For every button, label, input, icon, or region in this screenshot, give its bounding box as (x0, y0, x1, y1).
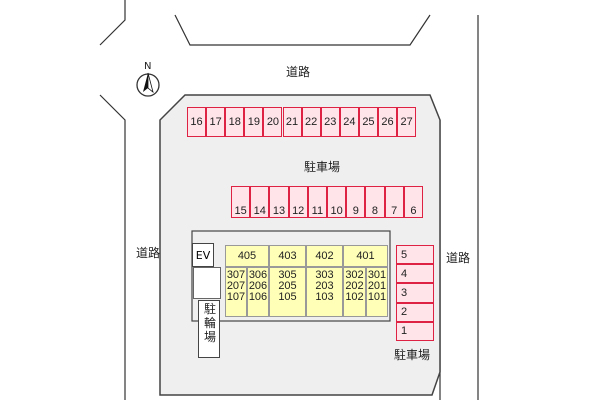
north-road-label: 道路 (286, 65, 311, 79)
parking-space: 8 (365, 186, 385, 218)
parking-space: 7 (384, 186, 404, 218)
bicycle-parking: 駐輪場 (198, 300, 220, 358)
parking-space: 24 (339, 107, 359, 137)
unit-number: 303 (315, 269, 334, 281)
parking-space: 12 (288, 186, 308, 218)
unit-number: 101 (367, 291, 387, 303)
unit-number: 103 (315, 291, 334, 303)
parking-space: 6 (403, 186, 423, 218)
unit-number: 202 (345, 280, 364, 292)
parking-space: 14 (250, 186, 270, 218)
parking-space: 4 (396, 264, 434, 284)
unit-number: 205 (278, 280, 297, 292)
ev-label: EV (195, 248, 211, 262)
unit-number: 105 (278, 291, 297, 303)
parking-space: 19 (244, 107, 264, 137)
parking-space: 5 (396, 245, 434, 265)
unit-number: 307 (226, 269, 246, 281)
parking-space: 16 (187, 107, 207, 137)
parking-space: 3 (396, 283, 434, 303)
parking-space: 11 (307, 186, 327, 218)
parking-space: 22 (301, 107, 321, 137)
west-road-edge (99, 94, 126, 400)
unit-cell: 402 (306, 245, 343, 267)
parking-space: 17 (206, 107, 226, 137)
unit-number: 206 (248, 280, 268, 292)
unit-number: 306 (248, 269, 268, 281)
parking-space: 9 (346, 186, 366, 218)
parking-space: 25 (358, 107, 378, 137)
north-road-edge-left (99, 0, 126, 46)
east-road-label: 道路 (446, 251, 471, 265)
unit-cell: 401 (343, 245, 388, 267)
parking-space: 2 (396, 302, 434, 322)
unit-cell: 403 (269, 245, 306, 267)
building-outline (191, 230, 391, 322)
unit-number: 207 (226, 280, 246, 292)
unit-number: 305 (278, 269, 297, 281)
unit-number: 302 (345, 269, 364, 281)
parking-space: 23 (320, 107, 340, 137)
unit-number: 203 (315, 280, 334, 292)
bicycle-parking-label: 駐輪場 (203, 302, 216, 344)
west-road-label: 道路 (136, 246, 161, 260)
unit-number: 201 (367, 280, 387, 292)
parking-space: 21 (282, 107, 302, 137)
corridor (193, 267, 221, 299)
parking-space: 1 (396, 321, 434, 341)
compass-icon (136, 72, 160, 97)
parking-space: 15 (231, 186, 251, 218)
east-parking-label: 駐車場 (394, 348, 431, 362)
unit-number: 102 (345, 291, 364, 303)
unit-number: 301 (367, 269, 387, 281)
unit-number: 107 (226, 291, 246, 303)
north-parking-label: 駐車場 (304, 160, 341, 174)
compass-label: N (144, 61, 152, 72)
north-road-edge-right (174, 14, 431, 46)
parking-space: 13 (269, 186, 289, 218)
unit-number: 106 (248, 291, 268, 303)
parking-space: 10 (327, 186, 347, 218)
parking-space: 18 (225, 107, 245, 137)
parking-space: 27 (397, 107, 417, 137)
unit-cell: 405 (225, 245, 269, 267)
parking-space: 20 (263, 107, 283, 137)
ev-box: EV (192, 243, 214, 267)
parking-space: 26 (378, 107, 398, 137)
